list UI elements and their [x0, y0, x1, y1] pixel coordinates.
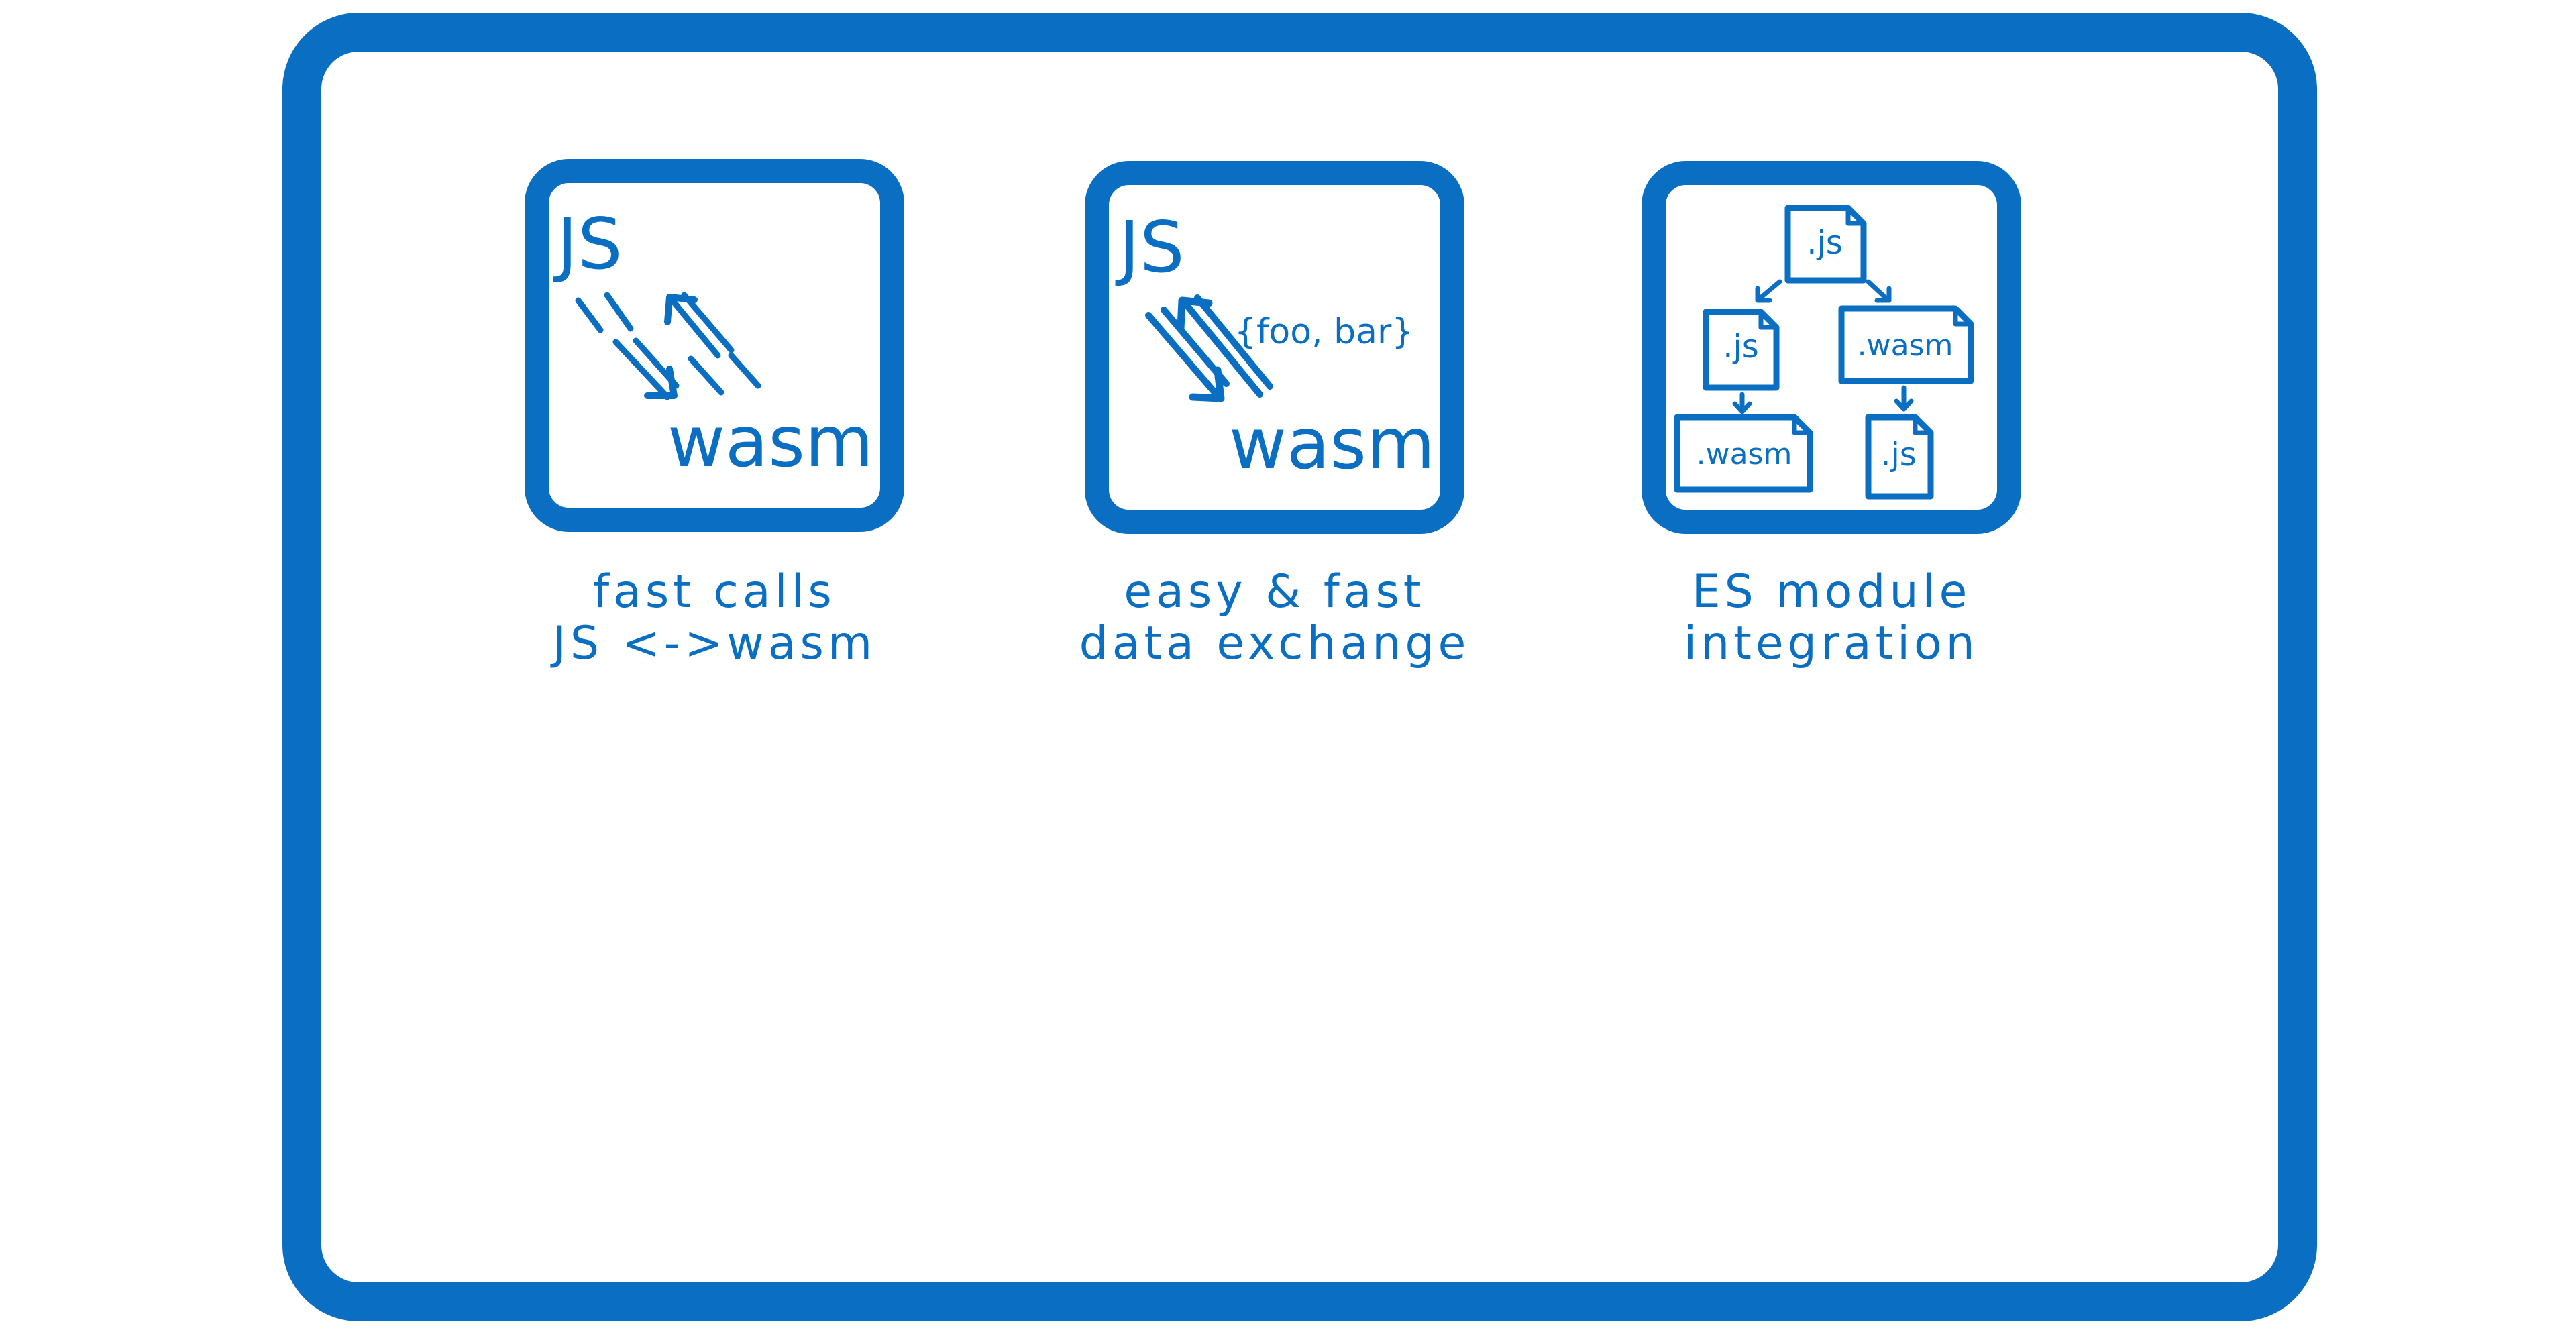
arrow-down-icon — [575, 292, 680, 400]
panel-1-caption-line-1: fast calls — [593, 565, 836, 618]
panel-2-box — [1085, 161, 1464, 534]
arrow-down-icon — [1145, 307, 1230, 402]
file-bottom-right-icon: .js — [1865, 414, 1934, 500]
panel-2-caption-line-2: data exchange — [1079, 617, 1470, 670]
file-bottom-left-label: .wasm — [1697, 437, 1792, 471]
outer-frame — [282, 13, 2317, 1321]
file-right-icon: .wasm — [1838, 305, 1974, 384]
panel-1-box — [525, 159, 904, 532]
panel-data-exchange: JS wasm {foo, bar} easy & fast data exch… — [1079, 161, 1470, 670]
file-bottom-left-icon: .wasm — [1674, 414, 1813, 493]
file-bottom-right-label: .js — [1880, 436, 1917, 474]
panel-1-caption-line-2: JS <->wasm — [550, 617, 876, 670]
file-left-label: .js — [1723, 328, 1759, 366]
arrow-root-to-left-icon — [1755, 279, 1782, 303]
arrow-left-to-bottom-icon — [1732, 392, 1752, 414]
panel-3-box — [1642, 161, 2021, 534]
file-root-label: .js — [1807, 224, 1843, 262]
panel-3-caption-line-2: integration — [1684, 617, 1979, 670]
panel-2-caption-line-1: easy & fast — [1124, 565, 1425, 618]
panel-2-js-label: JS — [1115, 207, 1185, 288]
arrow-right-to-bottom-icon — [1894, 385, 1914, 412]
panel-1-js-label: JS — [553, 203, 623, 285]
file-left-icon: .js — [1703, 309, 1780, 391]
panel-fast-calls: JS wasm fast call — [525, 159, 904, 670]
file-root-icon: .js — [1784, 205, 1867, 284]
panel-es-modules: .js .js .wasm .wasm — [1642, 161, 2021, 670]
panel-3-caption-line-1: ES module — [1692, 565, 1972, 618]
panel-2-data-note: {foo, bar} — [1234, 312, 1413, 352]
arrow-root-to-right-icon — [1866, 279, 1892, 303]
panel-1-wasm-label: wasm — [667, 401, 873, 483]
panel-2-wasm-label: wasm — [1229, 403, 1435, 485]
file-right-label: .wasm — [1858, 329, 1953, 363]
arrow-up-icon — [1177, 294, 1273, 398]
arrow-up-icon — [664, 292, 761, 396]
